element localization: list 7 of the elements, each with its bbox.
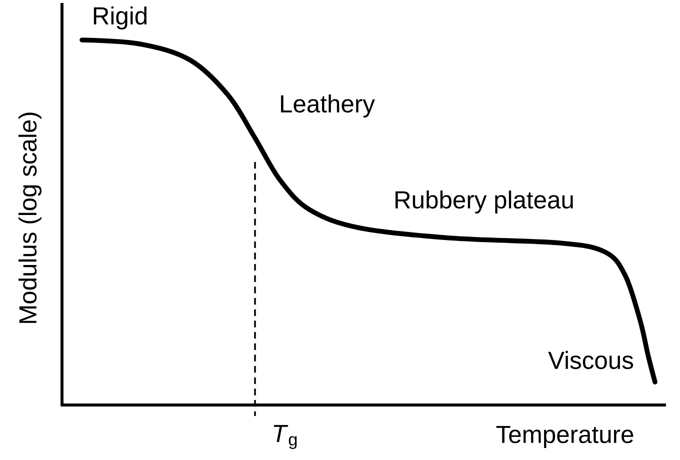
curve-label: Rubbery plateau (396, 190, 573, 214)
curve-label: Viscous (548, 350, 634, 370)
axis-title: Temperature (496, 426, 634, 448)
axis-title: Modulus (log scale) (18, 112, 42, 323)
axis-tick-label: T$_{g}$ (274, 424, 297, 449)
curve-label: Rigid (94, 6, 146, 30)
curve-label: Leathery (281, 94, 375, 118)
